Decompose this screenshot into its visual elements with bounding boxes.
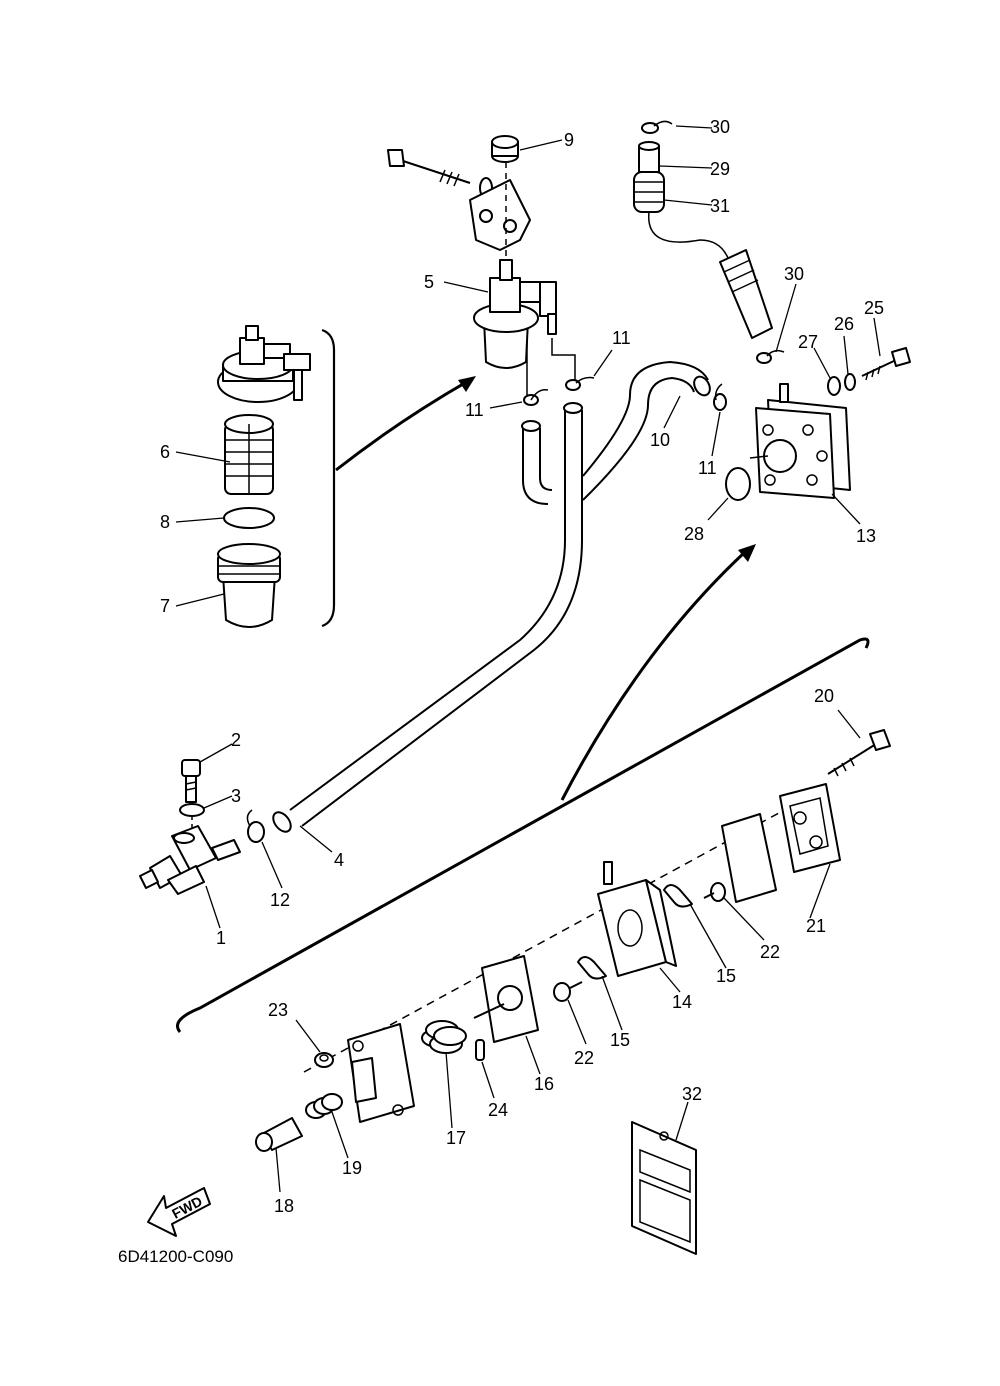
diaphragm-spring [421, 1020, 467, 1054]
callout-15-upper: 15 [716, 966, 736, 986]
bracket-line [321, 328, 336, 628]
callout-21: 21 [806, 916, 826, 936]
callout-20: 20 [814, 686, 834, 706]
callout-11-right: 11 [612, 328, 631, 348]
hose-clip-c [713, 383, 727, 411]
callout-22-lower: 22 [574, 1048, 594, 1068]
callout-17: 17 [446, 1128, 466, 1148]
callout-11-pump: 11 [698, 458, 717, 478]
screw-lower [553, 981, 583, 1002]
fuel-pump-assembly [755, 383, 851, 499]
callout-13: 13 [856, 526, 876, 546]
valve-lower [577, 956, 607, 980]
callout-27: 27 [798, 332, 818, 352]
plunger-spring [305, 1093, 343, 1119]
bolt-2 [181, 759, 201, 803]
hose-fitting [719, 249, 773, 339]
pump-inlet-hose [582, 361, 711, 501]
arrow-to-filter [335, 378, 471, 472]
callout-14: 14 [672, 992, 692, 1012]
callout-5: 5 [424, 272, 434, 292]
pump-plate [473, 955, 539, 1043]
callout-26: 26 [834, 314, 854, 334]
hose-clip-b [565, 376, 595, 391]
callout-4: 4 [334, 850, 344, 870]
callout-25: 25 [864, 298, 884, 318]
u-hose [521, 420, 553, 505]
callout-15-lower: 15 [610, 1030, 630, 1050]
pump-body [597, 861, 677, 977]
arrow-head-filter [458, 376, 476, 392]
callout-28: 28 [684, 524, 704, 544]
filter-cap-exploded [217, 325, 311, 403]
callout-23: 23 [268, 1000, 288, 1020]
filter-element [224, 414, 274, 495]
mount-bolt-assembly [387, 149, 531, 251]
callout-16: 16 [534, 1074, 554, 1094]
o-ring [223, 507, 275, 529]
fuel-filter [473, 259, 557, 369]
small-nut [314, 1052, 334, 1068]
callout-8: 8 [160, 512, 170, 532]
callout-18: 18 [274, 1196, 294, 1216]
flat-washer [827, 376, 841, 396]
filter-cup [217, 543, 281, 628]
pump-bolt [861, 347, 911, 381]
callout-10: 10 [650, 430, 670, 450]
pump-cover-bolt [827, 729, 891, 777]
screw-upper [703, 882, 726, 902]
callout-12: 12 [270, 890, 290, 910]
hose-clip-12 [246, 809, 265, 843]
clip-pump [756, 349, 785, 364]
callout-19: 19 [342, 1158, 362, 1178]
pump-cover [779, 783, 841, 873]
fuel-joint [139, 825, 241, 895]
callout-32: 32 [682, 1084, 702, 1104]
arrow-to-pump [560, 550, 747, 801]
callout-6: 6 [160, 442, 170, 462]
plunger [255, 1117, 303, 1152]
lock-washer [844, 373, 856, 391]
valve-upper [663, 884, 693, 908]
long-fuel-hose [272, 402, 583, 833]
hose-clip-a [523, 388, 549, 406]
callout-24: 24 [488, 1100, 508, 1120]
callout-2: 2 [231, 730, 241, 750]
section-divider [176, 637, 870, 1033]
pump-base [347, 1023, 415, 1123]
callout-3: 3 [231, 786, 241, 806]
callout-labels: 30 29 31 9 5 30 11 11 10 11 27 26 25 28 … [160, 117, 884, 1216]
callout-9: 9 [564, 130, 574, 150]
diaphragm [721, 813, 777, 903]
diagram-code: 6D41200-C090 [118, 1247, 233, 1266]
callout-22-upper: 22 [760, 942, 780, 962]
callout-11-left: 11 [465, 400, 484, 420]
dowel-pin [475, 1039, 485, 1061]
callout-31: 31 [710, 196, 730, 216]
arrow-head-pump [738, 544, 756, 562]
nut [491, 135, 519, 163]
callout-1: 1 [216, 928, 226, 948]
pump-o-ring [725, 467, 751, 501]
plug [638, 141, 660, 173]
pump-shaft-stub [749, 455, 769, 459]
warning-label [631, 1121, 697, 1255]
filter-outlet-hoses [526, 338, 576, 398]
grommet [633, 171, 665, 213]
callout-30-pump: 30 [784, 264, 804, 284]
fwd-arrow: FWD [147, 1187, 211, 1237]
callout-30-top: 30 [710, 117, 730, 137]
washer-3 [179, 803, 205, 817]
callout-29: 29 [710, 159, 730, 179]
primer-line [648, 211, 729, 259]
leader-lines [175, 125, 881, 1193]
callout-7: 7 [160, 596, 170, 616]
clip-top [641, 120, 673, 134]
